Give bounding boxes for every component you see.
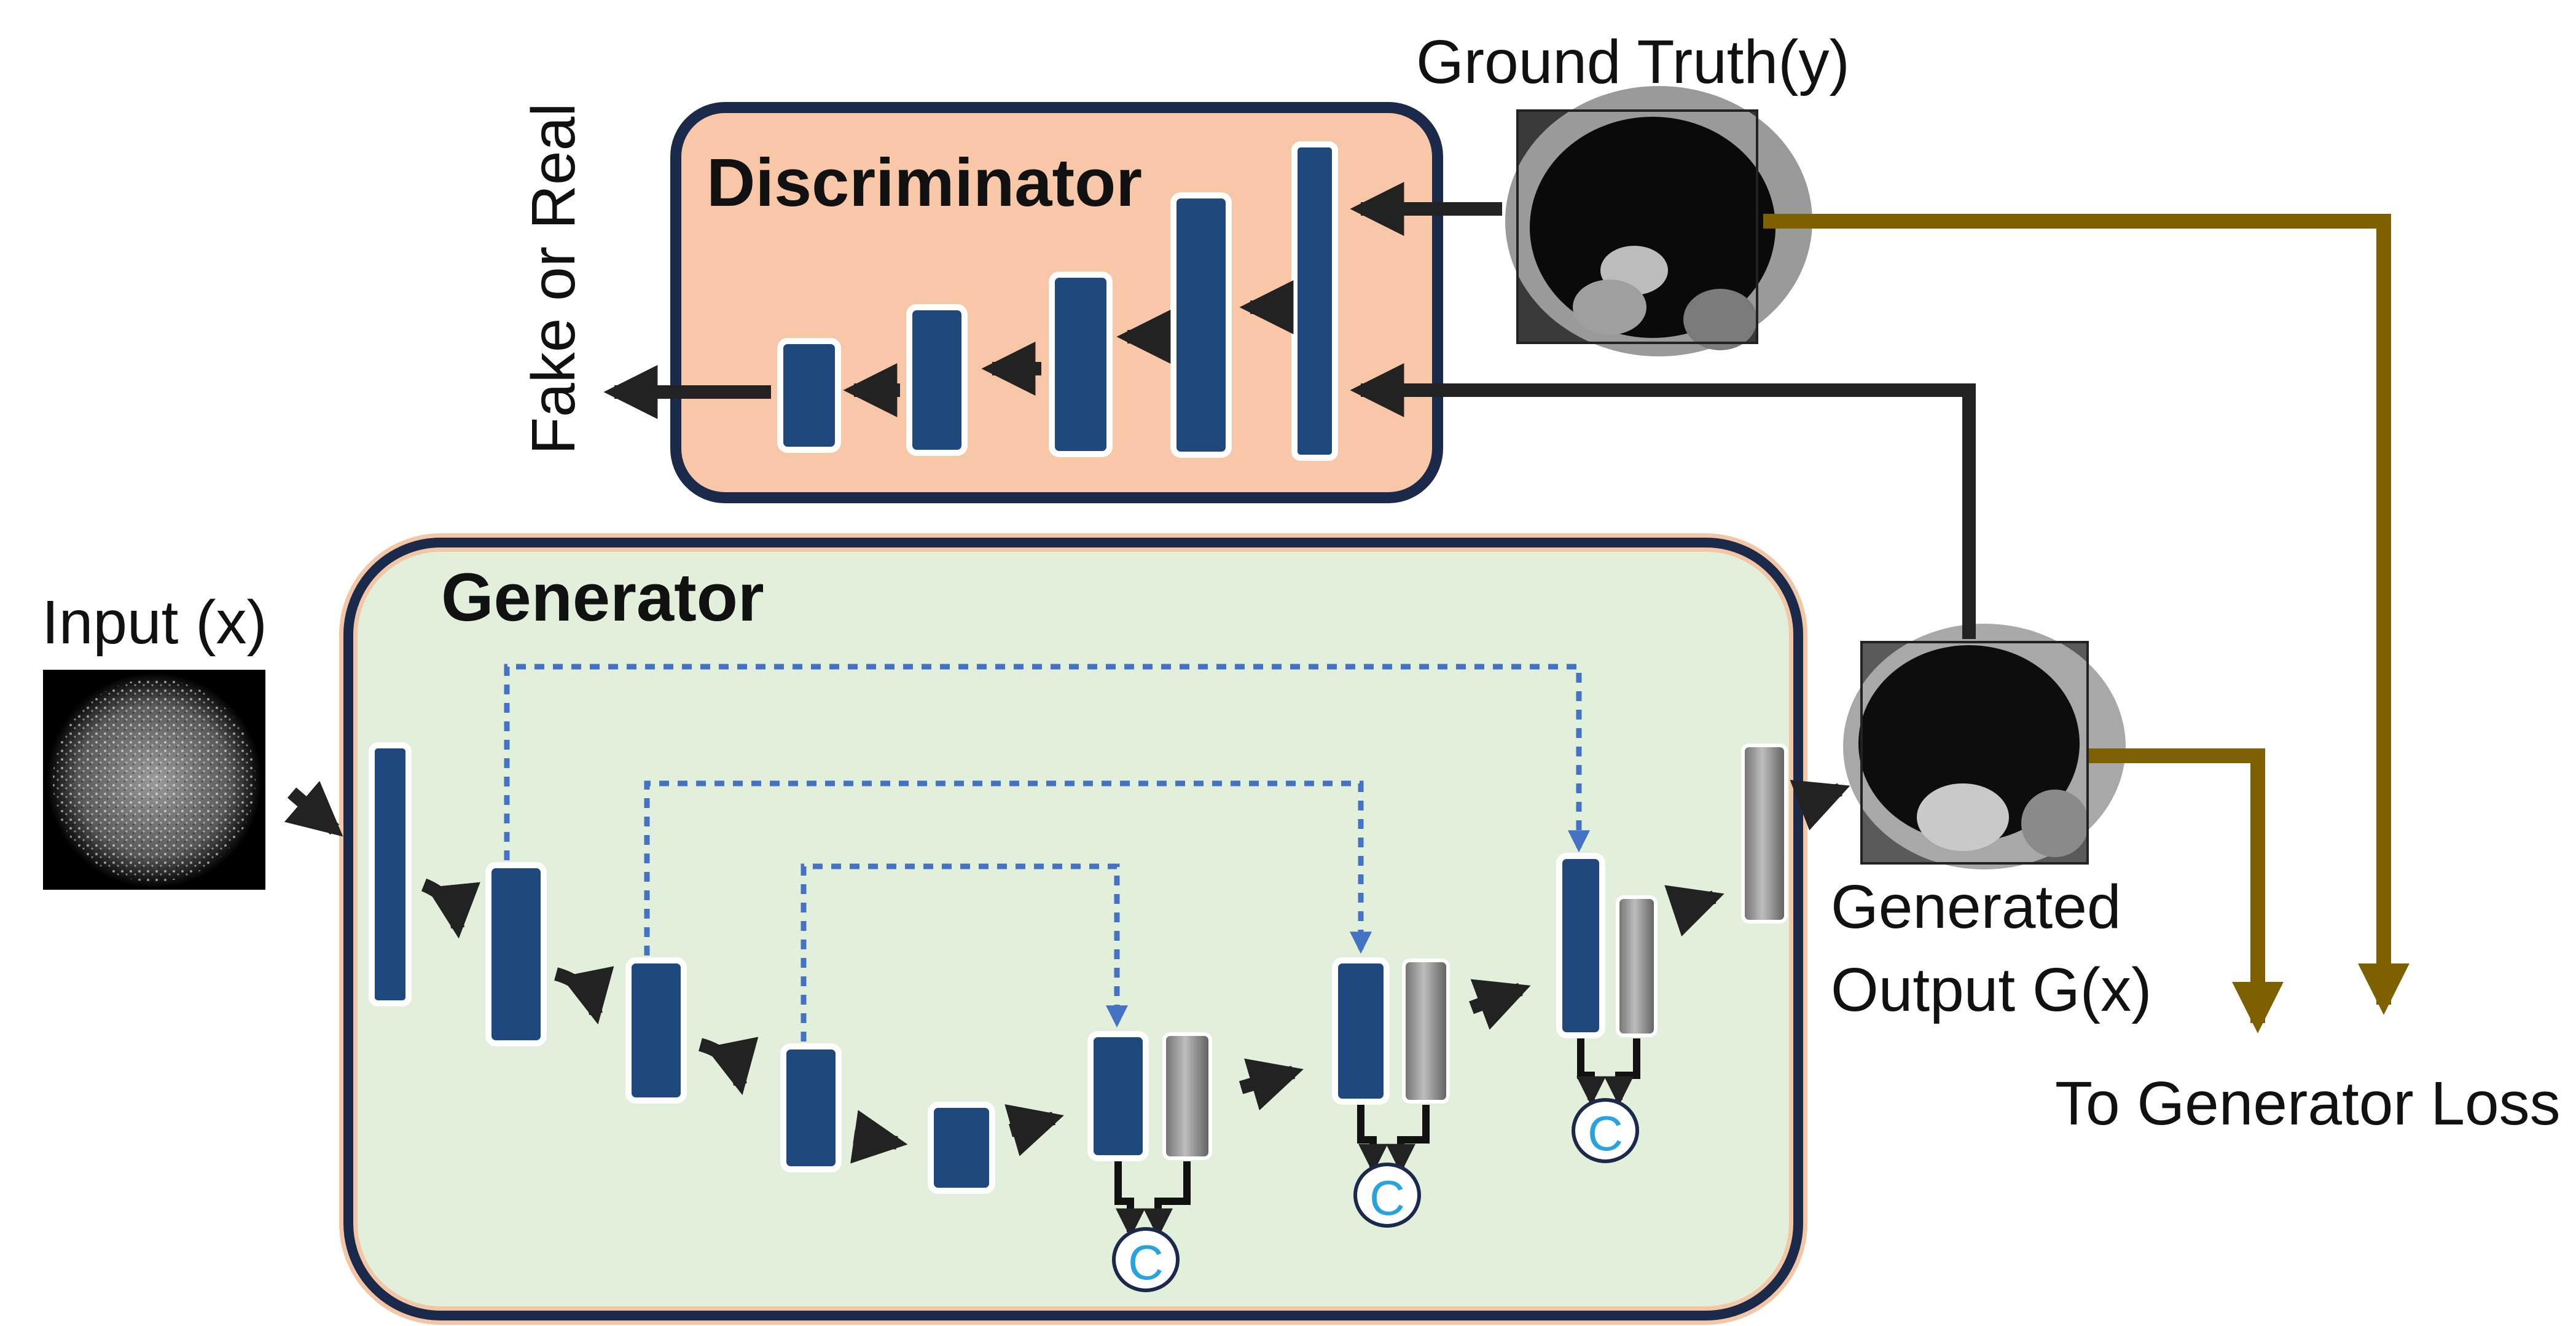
concat-label: C: [1128, 1235, 1164, 1290]
skip-connections: [504, 664, 1590, 1042]
ground-truth-label: Ground Truth(y): [1416, 28, 1850, 96]
concat-node-3: C: [1572, 1098, 1639, 1163]
fake-or-real-label: Fake or Real: [519, 103, 588, 455]
discriminator-title: Discriminator: [707, 145, 1142, 221]
concat-label: C: [1587, 1106, 1623, 1161]
output-layer: [1741, 743, 1788, 924]
input-label: Input (x): [42, 588, 267, 657]
dec-layer-2-up: [1332, 957, 1390, 1105]
reconstructed-ct-image: [1843, 624, 2126, 869]
disc-layer-2: [906, 304, 968, 456]
generated-to-loss-arrow: [2089, 748, 2284, 1034]
enc-layer-3: [625, 957, 687, 1104]
enc-layer-4: [780, 1043, 842, 1172]
generated-output-label-line1: Generated: [1831, 873, 2121, 941]
disc-layer-1: [777, 338, 841, 453]
dec-layer-3-feat: [1616, 895, 1658, 1037]
bottleneck-layer: [928, 1102, 995, 1194]
discriminator-flow-arrows: [603, 280, 1294, 419]
generator-title: Generator: [441, 560, 764, 635]
generator-box: Generator: [339, 533, 1807, 1325]
disc-layer-3: [1049, 272, 1113, 457]
ct-slice-image: [1505, 86, 1812, 356]
disc-layer-4: [1170, 192, 1232, 458]
concat-connectors: [1114, 1038, 1640, 1238]
encoder-layers: [369, 742, 995, 1194]
input-to-generator-arrow: [284, 780, 343, 837]
dec-layer-1-feat: [1162, 1032, 1212, 1160]
noisy-undersampled-image: [43, 670, 265, 890]
generated-to-discriminator-arrow: [1350, 363, 1976, 639]
generator-flow-arrows: [421, 780, 1850, 1164]
discriminator-layers: [777, 141, 1338, 461]
enc-layer-2: [485, 862, 547, 1046]
dec-layer-2-feat: [1402, 959, 1450, 1104]
enc-layer-1: [369, 742, 412, 1006]
ground-truth-to-loss-arrow: [1763, 214, 2410, 1015]
generator-loss-label: To Generator Loss: [2055, 1069, 2561, 1138]
generated-output-label-line2: Output G(x): [1831, 955, 2151, 1024]
concat-node-2: C: [1353, 1163, 1421, 1228]
dec-layer-1-up: [1087, 1031, 1149, 1161]
dec-layer-3-up: [1556, 853, 1605, 1038]
concat-label: C: [1369, 1171, 1405, 1225]
concat-node-1: C: [1112, 1227, 1180, 1292]
disc-layer-5: [1291, 141, 1338, 461]
decoder-layers: [1087, 743, 1788, 1161]
